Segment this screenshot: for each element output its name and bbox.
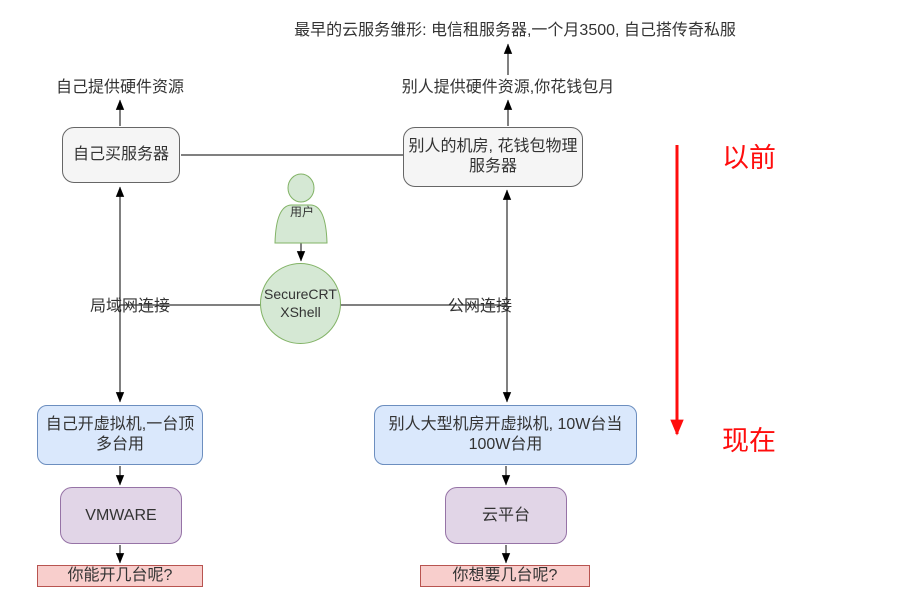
node-terminal-circle: SecureCRT XShell — [260, 263, 341, 344]
node-others-datacenter: 别人的机房, 花钱包物理 服务器 — [403, 127, 583, 187]
node-vmware: VMWARE — [60, 487, 182, 544]
node-cloud-platform: 云平台 — [445, 487, 567, 544]
node-others-vm: 别人大型机房开虚拟机, 10W台当 100W台用 — [374, 405, 637, 465]
label-lan-connection: 局域网连接 — [89, 298, 170, 315]
user-label: 用户 — [289, 205, 314, 219]
label-past: 以前 — [722, 143, 776, 173]
question-others: 你想要几台呢? — [420, 565, 590, 587]
label-others-hardware: 别人提供硬件资源,你花钱包月 — [401, 79, 615, 96]
user-icon — [274, 173, 328, 244]
question-own: 你能开几台呢? — [37, 565, 203, 587]
node-own-server: 自己买服务器 — [62, 127, 180, 183]
label-wan-connection: 公网连接 — [447, 298, 512, 315]
node-own-vm: 自己开虚拟机,一台顶 多台用 — [37, 405, 203, 465]
label-present: 现在 — [722, 426, 776, 456]
top-note: 最早的云服务雏形: 电信租服务器,一个月3500, 自己搭传奇私服 — [294, 22, 736, 39]
label-own-hardware: 自己提供硬件资源 — [55, 79, 184, 96]
